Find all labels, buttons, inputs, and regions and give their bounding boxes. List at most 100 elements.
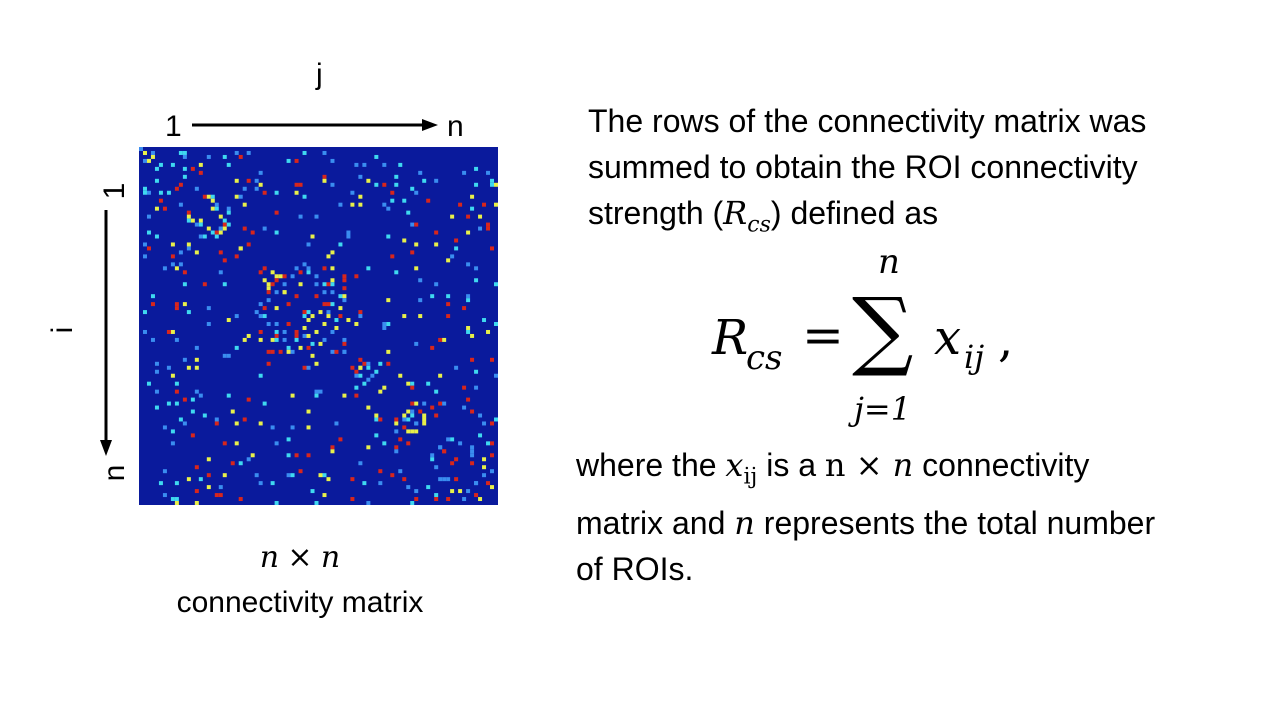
- matrix-cell: [166, 190, 171, 195]
- matrix-cell: [162, 469, 167, 474]
- matrix-cell: [174, 381, 179, 386]
- matrix-cell: [270, 349, 275, 354]
- matrix-cell: [226, 222, 231, 227]
- matrix-cell: [246, 178, 251, 183]
- matrix-cell: [306, 266, 311, 271]
- intro-line-2: summed to obtain the ROI connectivity: [588, 149, 1138, 185]
- matrix-cell: [342, 294, 347, 299]
- matrix-cell: [234, 194, 239, 199]
- matrix-cell: [286, 158, 291, 163]
- matrix-cell: [150, 302, 155, 307]
- matrix-cell: [486, 481, 491, 486]
- matrix-cell: [342, 278, 347, 283]
- matrix-cell: [274, 290, 279, 295]
- matrix-cell: [390, 473, 395, 478]
- matrix-cell: [262, 306, 267, 311]
- matrix-cell: [338, 202, 343, 207]
- matrix-cell: [494, 373, 498, 378]
- formula-x-sub: ij: [964, 338, 985, 376]
- matrix-cell: [482, 202, 487, 207]
- matrix-cell: [186, 242, 191, 247]
- matrix-cell: [274, 322, 279, 326]
- matrix-cell: [174, 497, 179, 502]
- matrix-cell: [366, 178, 371, 183]
- matrix-cell: [326, 477, 331, 482]
- matrix-cell: [174, 186, 179, 191]
- matrix-cell: [254, 186, 259, 191]
- matrix-cell: [318, 389, 323, 394]
- matrix-cell: [474, 266, 479, 271]
- matrix-cell: [318, 310, 323, 315]
- matrix-cell: [398, 373, 403, 378]
- matrix-cell: [190, 397, 195, 402]
- matrix-cell: [162, 425, 167, 430]
- explanation-paragraph: where the xij is a n × n connectivity ma…: [576, 442, 1256, 592]
- matrix-cell: [338, 306, 343, 311]
- matrix-cell: [458, 202, 463, 207]
- matrix-cell: [442, 337, 447, 342]
- matrix-cell: [298, 282, 303, 287]
- matrix-cell: [154, 234, 159, 239]
- matrix-cell: [186, 210, 191, 215]
- matrix-cell: [474, 493, 479, 498]
- matrix-cell: [466, 329, 471, 334]
- matrix-cell: [470, 333, 475, 338]
- matrix-cell: [418, 409, 423, 414]
- matrix-cell: [194, 345, 199, 350]
- matrix-cell: [222, 258, 227, 263]
- matrix-cell: [362, 381, 367, 386]
- matrix-cell: [378, 417, 383, 422]
- matrix-cell: [326, 254, 331, 259]
- matrix-cell: [394, 429, 399, 434]
- matrix-cell: [174, 501, 179, 505]
- matrix-cell: [206, 226, 211, 231]
- matrix-cell: [382, 162, 387, 167]
- matrix-cell: [238, 497, 243, 502]
- matrix-cell: [490, 182, 495, 187]
- matrix-cell: [330, 290, 335, 295]
- matrix-cell: [142, 186, 147, 191]
- matrix-cell: [330, 329, 335, 334]
- matrix-cell: [326, 314, 331, 319]
- matrix-cell: [214, 421, 219, 426]
- matrix-cell: [346, 234, 351, 239]
- matrix-cell: [470, 449, 475, 454]
- matrix-cell: [490, 453, 495, 458]
- matrix-cell: [426, 485, 431, 490]
- matrix-cell: [210, 194, 215, 199]
- matrix-cell: [170, 242, 175, 247]
- matrix-cell: [410, 501, 415, 505]
- matrix-cell: [262, 314, 267, 319]
- matrix-cell: [354, 385, 359, 390]
- matrix-cell: [198, 218, 203, 223]
- matrix-cell: [274, 329, 279, 334]
- matrix-cell: [466, 214, 471, 219]
- matrix-cell: [154, 178, 159, 183]
- matrix-cell: [314, 294, 319, 299]
- formula-lhs-sub: cs: [746, 338, 783, 378]
- matrix-cell: [282, 274, 287, 279]
- matrix-cell: [258, 481, 263, 486]
- matrix-cell: [322, 174, 327, 179]
- matrix-cell: [410, 409, 415, 414]
- matrix-cell: [186, 246, 191, 251]
- matrix-cell: [358, 310, 363, 315]
- matrix-cell: [150, 150, 155, 155]
- matrix-cell: [194, 357, 199, 362]
- matrix-cell: [302, 310, 307, 315]
- matrix-cell: [382, 441, 387, 446]
- matrix-cell: [326, 282, 331, 287]
- matrix-cell: [278, 349, 283, 354]
- matrix-cell: [218, 230, 223, 235]
- matrix-cell: [410, 401, 415, 406]
- matrix-cell: [210, 230, 215, 235]
- matrix-cell: [182, 397, 187, 402]
- matrix-cell: [274, 230, 279, 235]
- matrix-cell: [354, 162, 359, 167]
- matrix-cell: [298, 270, 303, 275]
- matrix-cell: [466, 489, 471, 494]
- matrix-cell: [350, 497, 355, 502]
- intro-line-1: The rows of the connectivity matrix was: [588, 103, 1147, 139]
- formula-equals: =: [802, 306, 844, 364]
- matrix-cell: [434, 230, 439, 235]
